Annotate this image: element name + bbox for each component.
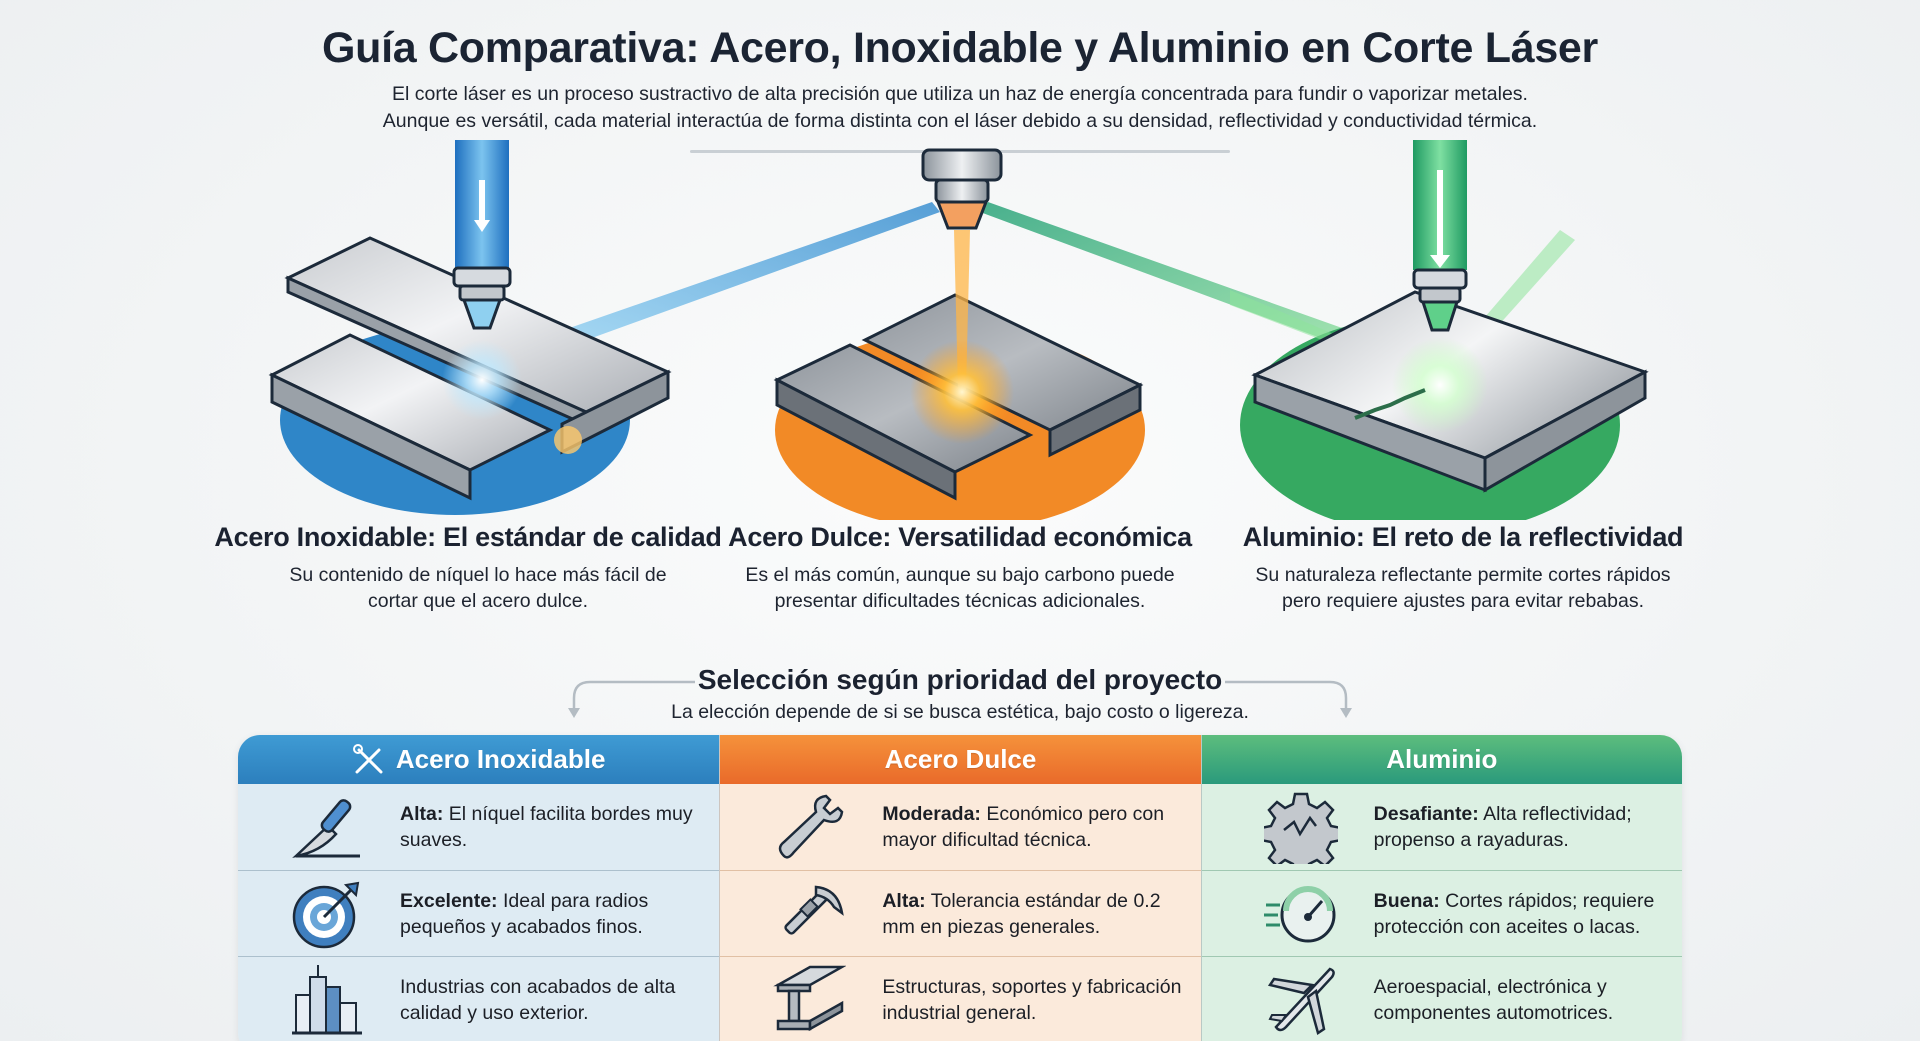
column-header: Acero Dulce <box>720 735 1201 784</box>
row-value: Económico pero con mayor dificultad técn… <box>882 803 1165 851</box>
row-text: Estructuras, soportes y fabricación indu… <box>882 974 1182 1026</box>
row-text: Industrias con acabados de alta calidad … <box>400 974 700 1026</box>
table-row: Buena: Cortes rápidos; requiere protecci… <box>1201 870 1682 956</box>
row-label: Alta: <box>400 803 444 825</box>
airplane-icon <box>1267 967 1335 1035</box>
stainless-steel-description: Su contenido de níquel lo hace más fácil… <box>218 562 738 614</box>
table-row: Industrias con acabados de alta calidad … <box>238 956 720 1041</box>
aluminum-description: Su naturaleza reflectante permite cortes… <box>1203 562 1723 614</box>
row-text: Desafiante: Alta reflectividad; propenso… <box>1374 801 1682 853</box>
caliper-icon <box>784 885 845 935</box>
row-value: Estructuras, soportes y fabricación indu… <box>882 975 1182 1024</box>
row-label: Excelente: <box>400 889 498 912</box>
building-icon <box>292 964 362 1034</box>
description-line: cortar que el acero dulce. <box>367 590 589 612</box>
stainless-steel-illustration <box>268 140 672 515</box>
row-value: Ideal para radios pequeños y acabados fi… <box>400 889 649 938</box>
intro-text-line-1: El corte láser es un proceso sustractivo… <box>392 83 1528 105</box>
column-header-label: Acero Inoxidable <box>395 744 606 774</box>
description-line: presentar dificultades técnicas adiciona… <box>774 590 1146 612</box>
column-header-label: Aluminio <box>1386 744 1498 774</box>
description-line: Su naturaleza reflectante permite cortes… <box>1255 564 1671 586</box>
column-header: Aluminio <box>1201 735 1682 784</box>
i-beam-icon <box>773 965 847 1031</box>
row-value: Aeroespacial, electrónica y componentes … <box>1373 975 1614 1024</box>
knife-icon <box>292 799 360 858</box>
aluminum-heading: Aluminio: El reto de la reflectividad <box>1242 522 1684 552</box>
description-line: Su contenido de níquel lo hace más fácil… <box>289 564 667 586</box>
stainless-steel-heading: Acero Inoxidable: El estándar de calidad <box>214 522 722 552</box>
row-value: Tolerancia estándar de 0.2 mm en piezas … <box>882 889 1161 938</box>
row-text: Excelente: Ideal para radios pequeños y … <box>400 888 700 940</box>
target-icon <box>292 881 360 948</box>
mild-steel-description: Es el más común, aunque su bajo carbono … <box>700 562 1220 614</box>
column-mild-steel: Acero Dulce Moderada: Económico pero con… <box>719 735 1201 1041</box>
table-row: Aeroespacial, electrónica y componentes … <box>1201 956 1682 1041</box>
selection-heading: Selección según prioridad del proyecto <box>697 664 1223 695</box>
intro-text-line-2: Aunque es versátil, cada material intera… <box>382 110 1538 132</box>
mild-steel-illustration <box>773 148 1145 520</box>
row-value: El níquel facilita bordes muy suaves. <box>400 803 693 851</box>
selection-bracket-arrows <box>568 680 1352 718</box>
speedometer-icon <box>1263 885 1336 942</box>
row-value: Alta reflectividad; propenso a rayaduras… <box>1373 803 1632 851</box>
page-title: Guía Comparativa: Acero, Inoxidable y Al… <box>322 24 1598 72</box>
column-header: Acero Inoxidable <box>238 735 720 784</box>
table-row: Alta: El níquel facilita bordes muy suav… <box>238 784 719 870</box>
row-label: Desafiante: <box>1373 803 1479 825</box>
column-stainless-steel: Acero Inoxidable Alta: El níquel facilit… <box>238 735 720 1041</box>
row-text: Buena: Cortes rápidos; requiere protecci… <box>1374 888 1682 940</box>
row-label: Moderada: <box>882 803 981 825</box>
table-row: Desafiante: Alta reflectividad; propenso… <box>1202 784 1682 870</box>
description-line: pero requiere ajustes para evitar rebaba… <box>1281 590 1645 612</box>
row-value: Industrias con acabados de alta calidad … <box>400 975 676 1024</box>
table-row: Excelente: Ideal para radios pequeños y … <box>238 870 720 956</box>
wrench-icon <box>779 794 844 859</box>
table-row: Moderada: Económico pero con mayor dific… <box>720 784 1200 870</box>
row-value: Cortes rápidos; requiere protección con … <box>1373 889 1655 938</box>
row-text: Aeroespacial, electrónica y componentes … <box>1374 974 1682 1026</box>
table-row: Alta: Tolerancia estándar de 0.2 mm en p… <box>720 870 1201 956</box>
comparison-table: Acero Inoxidable Alta: El níquel facilit… <box>238 735 1682 1041</box>
selection-subtitle: La elección depende de si se busca estét… <box>671 701 1249 723</box>
row-text: Moderada: Económico pero con mayor dific… <box>882 801 1182 853</box>
row-label: Alta: <box>882 889 926 912</box>
table-row: Estructuras, soportes y fabricación indu… <box>720 956 1201 1041</box>
description-line: Es el más común, aunque su bajo carbono … <box>745 564 1175 586</box>
tools-icon <box>352 743 383 773</box>
row-text: Alta: Tolerancia estándar de 0.2 mm en p… <box>882 888 1182 940</box>
column-header-label: Acero Dulce <box>884 744 1037 774</box>
row-label: Buena: <box>1373 889 1440 912</box>
row-text: Alta: El níquel facilita bordes muy suav… <box>400 801 700 853</box>
broken-gear-icon <box>1263 792 1338 864</box>
aluminum-illustration <box>1230 140 1649 520</box>
column-aluminum: Aluminio Desafiante: Alta reflectividad;… <box>1200 735 1682 1041</box>
mild-steel-heading: Acero Dulce: Versatilidad económica <box>728 522 1192 552</box>
